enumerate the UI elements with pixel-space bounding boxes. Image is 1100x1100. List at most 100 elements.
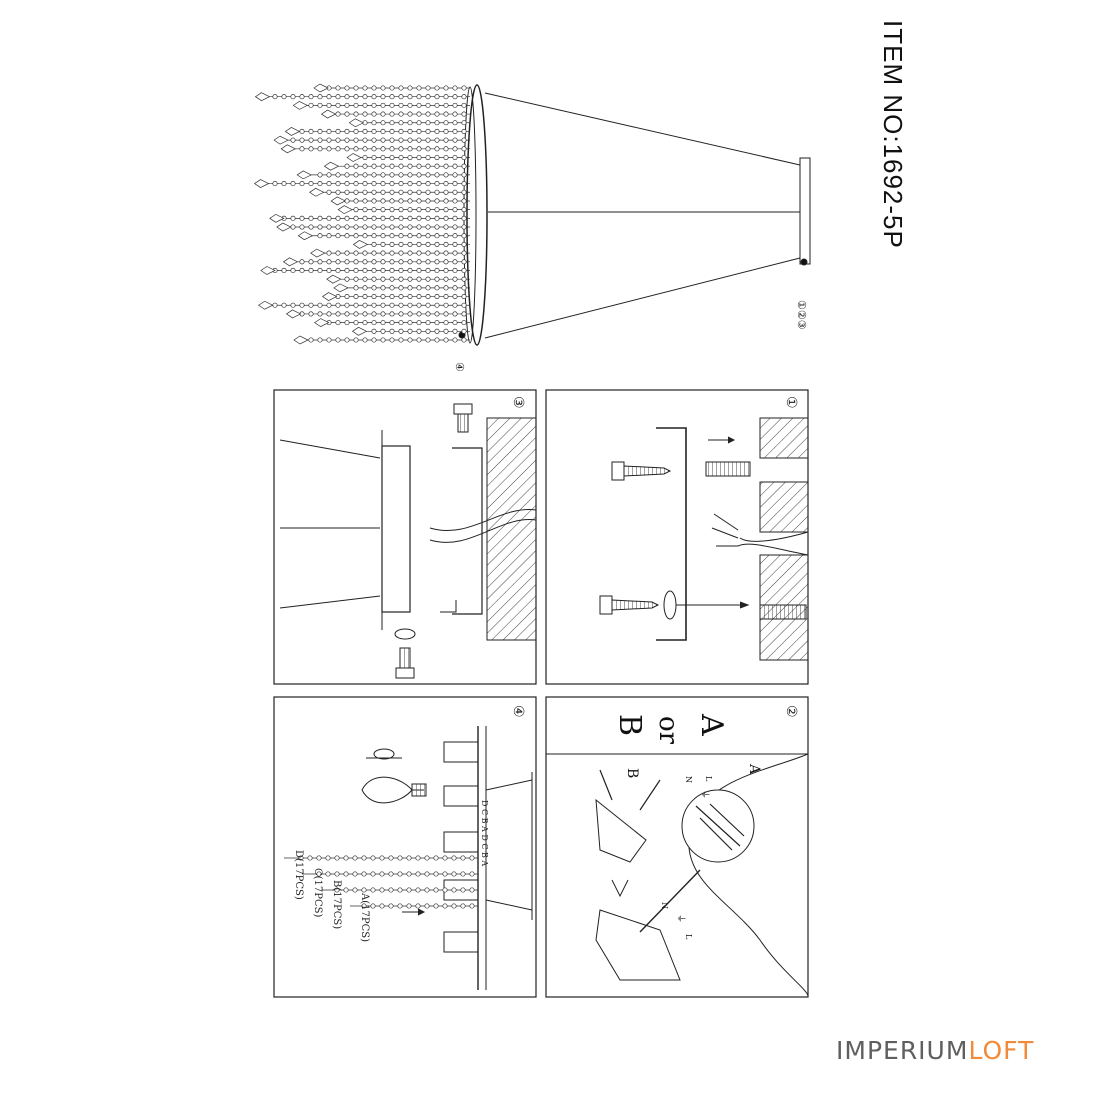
- crystal-bead: [461, 207, 467, 213]
- crystal-bead: [425, 250, 431, 256]
- crystal-bead: [452, 111, 458, 117]
- crystal-bead: [452, 207, 458, 213]
- crystal-bead: [326, 259, 332, 265]
- crystal-bead: [416, 320, 422, 326]
- panel-3-wire-1: [279, 439, 381, 459]
- panel-2-cable-assembled: [639, 869, 701, 933]
- crystal-bead: [461, 154, 467, 161]
- crystal-bead: [362, 207, 368, 213]
- panel-2-connector-assembled: [595, 909, 681, 981]
- panel-3-screw-top: [457, 413, 469, 433]
- crystal-bead: [299, 146, 305, 152]
- panel-1-mounting-bracket: [656, 427, 687, 641]
- crystal-bead: [461, 137, 467, 143]
- crystal-bead: [353, 285, 359, 291]
- crystal-bead: [452, 224, 458, 230]
- panel-4-bead: [415, 855, 421, 861]
- crystal-drop: [254, 92, 271, 102]
- crystal-bead: [425, 102, 431, 108]
- crystal-bead: [389, 311, 395, 317]
- crystal-bead: [335, 94, 341, 100]
- crystal-bead: [335, 128, 341, 134]
- crystal-bead: [380, 207, 386, 213]
- crystal-bead: [362, 250, 368, 256]
- crystal-bead: [326, 337, 332, 343]
- crystal-bead: [353, 181, 359, 187]
- crystal-bead: [407, 302, 413, 308]
- panel-4-bead: [361, 871, 367, 877]
- crystal-bead: [416, 111, 422, 117]
- crystal-bead: [443, 241, 449, 247]
- panel-3-wire-3: [279, 595, 381, 609]
- crystal-bead: [461, 241, 467, 247]
- crystal-bead: [344, 189, 350, 195]
- crystal-bead: [380, 241, 386, 247]
- crystal-bead: [461, 224, 467, 230]
- panel-4-bead: [388, 871, 394, 877]
- ring-frame: [466, 84, 488, 346]
- crystal-bead: [452, 154, 458, 161]
- crystal-bead: [353, 267, 359, 274]
- crystal-bead: [362, 163, 368, 169]
- crystal-bead: [335, 102, 341, 108]
- crystal-bead: [380, 172, 386, 178]
- crystal-bead: [353, 259, 359, 265]
- chandelier-overview: [253, 83, 811, 346]
- crystal-bead: [326, 250, 332, 256]
- crystal-bead: [443, 233, 449, 239]
- panel-2-wire-earth-b: ⏚: [675, 914, 686, 923]
- crystal-bead: [362, 311, 368, 317]
- crystal-bead: [398, 241, 404, 247]
- crystal-bead: [416, 120, 422, 126]
- panel-4-bead: [469, 855, 475, 861]
- panel-4-bead: [433, 871, 439, 877]
- crystal-drop: [276, 222, 292, 232]
- crystal-bead: [299, 302, 305, 308]
- crystal-bead: [461, 128, 467, 134]
- crystal-bead: [371, 215, 377, 221]
- panel-4-bead: [379, 871, 385, 877]
- crystal-strands: [253, 83, 470, 345]
- crystal-bead: [371, 311, 377, 317]
- crystal-bead: [452, 311, 458, 317]
- crystal-drop: [313, 83, 329, 93]
- crystal-bead: [371, 163, 377, 169]
- crystal-bead: [389, 328, 395, 334]
- crystal-bead: [425, 320, 431, 326]
- crystal-bead: [335, 111, 341, 117]
- crystal-bead: [389, 128, 395, 134]
- panel-4-bead: [469, 887, 475, 893]
- crystal-drop: [348, 118, 365, 128]
- crystal-bead: [344, 294, 350, 300]
- brand-watermark: IMPERIUMLOFT: [836, 1036, 1034, 1065]
- crystal-bead: [326, 128, 332, 134]
- crystal-bead: [461, 233, 467, 239]
- crystal-bead: [344, 267, 350, 274]
- crystal-bead: [380, 111, 386, 117]
- panel-2-wire-l-b: L: [684, 934, 693, 940]
- crystal-bead: [443, 259, 449, 265]
- crystal-bead: [380, 94, 386, 100]
- crystal-bead: [371, 337, 377, 343]
- crystal-bead: [452, 146, 458, 152]
- crystal-bead: [335, 224, 341, 230]
- crystal-bead: [326, 181, 332, 187]
- crystal-bead: [416, 189, 422, 195]
- crystal-bead: [398, 128, 404, 134]
- crystal-bead: [353, 198, 359, 204]
- crystal-bead: [389, 120, 395, 126]
- crystal-bead: [371, 224, 377, 230]
- crystal-bead: [443, 120, 449, 126]
- crystal-bead: [452, 302, 458, 308]
- crystal-bead: [371, 146, 377, 152]
- crystal-bead: [299, 267, 305, 274]
- crystal-bead: [344, 320, 350, 326]
- panel-4-bead: [442, 855, 448, 861]
- crystal-bead: [425, 154, 431, 161]
- panel-4-strand-b-label: B(17PCS): [331, 880, 342, 929]
- crystal-bead: [389, 294, 395, 300]
- crystal-bead: [416, 241, 422, 247]
- crystal-bead: [425, 172, 431, 178]
- panel-4-bead: [343, 887, 349, 893]
